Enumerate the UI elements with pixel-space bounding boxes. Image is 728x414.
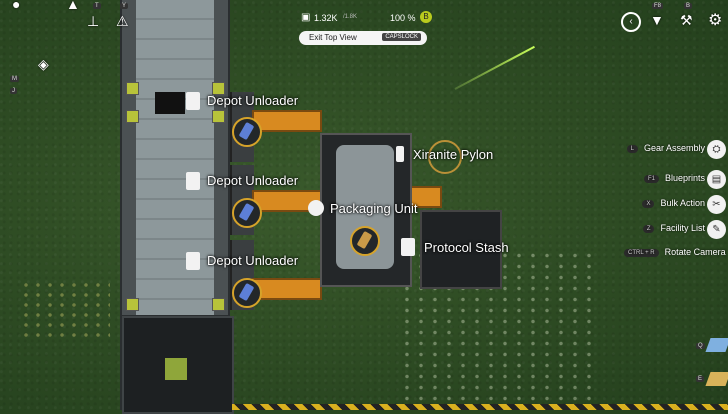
item-slot-3[interactable] [232,278,262,308]
conveyor-belt-3[interactable] [252,278,322,300]
facility-list-icon[interactable]: ✎ [707,220,726,239]
hazard-stripe [232,404,728,410]
checklist-icon[interactable]: ▼ [650,12,664,28]
depot-unloader-label-1: Depot Unloader [207,93,299,108]
build-icon[interactable]: ⚒ [680,12,693,28]
depot-unloader-label-3: Depot Unloader [207,253,299,268]
marker-square [212,82,225,95]
key-hint: Y [120,3,129,9]
tool-slot-icon[interactable] [705,338,728,352]
marker-square [126,298,139,311]
tool-slot-icon[interactable] [705,372,728,386]
currency-coin-icon: B [420,11,432,23]
map-search-icon[interactable]: ◈ [38,56,49,72]
key-hint: M [10,76,19,82]
menu-key: L [626,144,638,153]
core-hub-center [165,358,187,380]
network-tree-icon[interactable]: ⊥ [87,13,100,29]
hud-icon[interactable]: ▲ [66,0,80,12]
key-hint: E [696,376,705,382]
menu-label: Blueprints [664,173,705,183]
key-hint: F8 [652,3,664,9]
conveyor-rail-left [122,0,136,315]
depot-unloader-label-2: Depot Unloader [207,173,299,188]
protocol-stash-machine[interactable] [420,210,502,289]
menu-key: F1 [643,174,659,183]
package-item-icon [356,230,373,250]
resource-bar: ▣ 1.32K /1.8K 100 % [296,10,436,28]
depot-unloader-icon [186,252,200,270]
menu-facility-list[interactable]: Z Facility List [642,223,705,239]
exit-top-view-button[interactable]: Exit Top View CAPSLOCK [299,31,427,45]
item-slot-2[interactable] [232,198,262,228]
resource-cap: /1.8K [343,14,358,20]
percent-value: 100 % [390,13,416,23]
back-icon[interactable]: ‹ [621,12,641,32]
conveyor-belt-1[interactable] [252,110,322,132]
key-hint: T [93,3,101,9]
settings-icon[interactable]: ⚙ [708,12,723,29]
packaging-unit-label: Packaging Unit [330,201,418,216]
menu-rotate-camera[interactable]: CTRL + R Rotate Camera [624,247,728,263]
key-hint: J [10,88,17,94]
battery-item-icon [238,282,255,302]
marker-square [212,110,225,123]
key-hint: Q [696,343,705,349]
key-hint: B [684,3,693,9]
capslock-key: CAPSLOCK [382,33,421,41]
exit-top-view-label: Exit Top View [309,33,357,42]
depot-unloader-icon [186,92,200,110]
packaging-unit-icon [308,200,324,216]
battery-item-icon [238,121,255,141]
conveyor-rail-right [214,0,228,315]
menu-bulk-action[interactable]: X Bulk Action [642,198,705,214]
menu-label: Gear Assembly [643,143,705,153]
pylon-icon [396,146,404,162]
menu-key: Z [642,224,655,233]
resource-icon: ▣ [301,12,311,23]
map-marker-icon[interactable]: ● [12,0,21,12]
item-slot-packaging[interactable] [350,226,380,256]
menu-blueprints[interactable]: F1 Blueprints [643,173,705,189]
resource-amount: 1.32K [314,13,338,23]
protocol-stash-icon [401,238,415,256]
warning-road-icon[interactable]: ⚠ [116,13,129,29]
marker-square [126,110,139,123]
depot-unloader-machine[interactable] [155,92,185,114]
menu-label: Rotate Camera [664,247,726,257]
menu-label: Facility List [660,223,705,233]
gear-assembly-icon[interactable]: ⛭ [707,140,726,159]
menu-key: X [642,199,655,208]
menu-label: Bulk Action [660,198,705,208]
bulk-action-icon[interactable]: ✂ [707,195,726,214]
menu-gear-assembly[interactable]: L Gear Assembly [626,143,705,159]
marker-square [126,82,139,95]
xiranite-pylon-ring[interactable] [428,140,462,174]
depot-unloader-icon [186,172,200,190]
item-slot-1[interactable] [232,117,262,147]
marker-square [212,298,225,311]
conveyor-floor [136,0,214,315]
menu-key: CTRL + R [624,248,659,257]
battery-item-icon [238,202,255,222]
protocol-stash-label: Protocol Stash [424,240,509,255]
xiranite-pylon-label: Xiranite Pylon [413,147,494,162]
flower-patch-left [20,280,110,340]
blueprint-icon[interactable]: ▤ [707,170,726,189]
